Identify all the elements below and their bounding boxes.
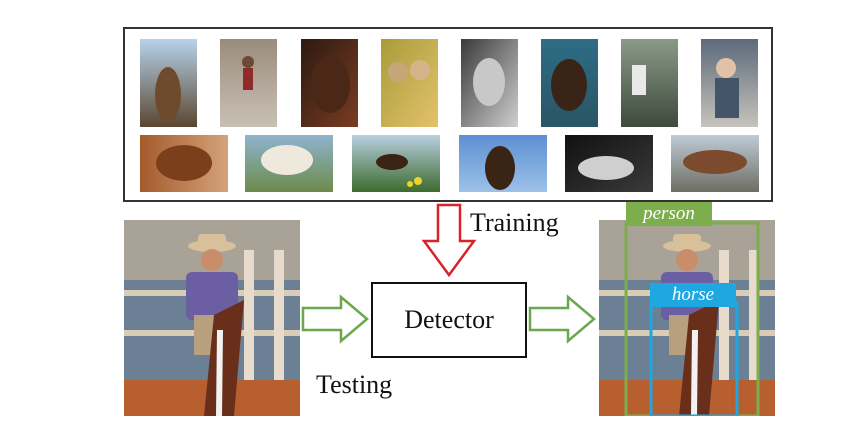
training-label: Training xyxy=(470,208,559,238)
input-arrow xyxy=(301,294,371,344)
testing-label: Testing xyxy=(316,370,392,400)
watermark: https://blog.csdn.net/qq_40263477 xyxy=(646,420,846,435)
person-tag: person xyxy=(626,202,712,226)
training-image xyxy=(381,39,438,127)
detector-box: Detector xyxy=(371,282,527,358)
output-arrow xyxy=(528,294,598,344)
test-image xyxy=(124,220,300,416)
result-image xyxy=(599,220,775,416)
training-image xyxy=(621,39,678,127)
horse-tag: horse xyxy=(650,283,736,307)
person-tag-label: person xyxy=(643,203,695,225)
detector-label: Detector xyxy=(404,305,494,335)
horse-tag-label: horse xyxy=(672,284,714,306)
